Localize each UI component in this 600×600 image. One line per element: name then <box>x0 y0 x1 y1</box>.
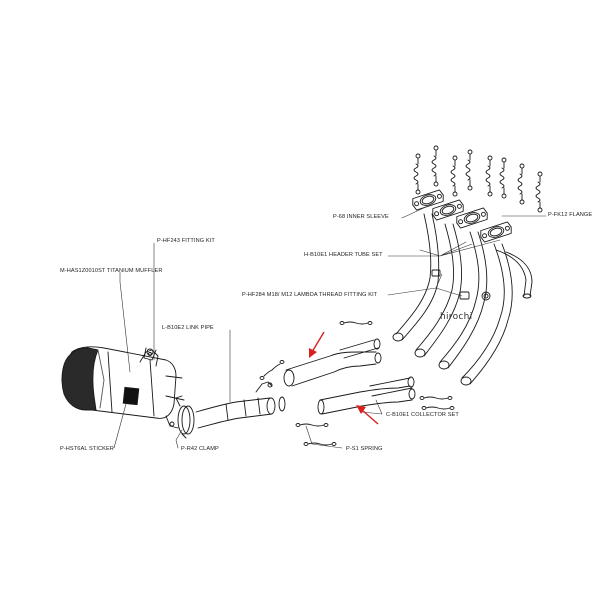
spring-6 <box>499 157 507 199</box>
label-lambda-fitting-kit: P-HF284 M18/ M12 LAMBDA THREAD FITTING K… <box>242 292 378 298</box>
watermark-text: hirochi <box>440 312 473 322</box>
arrow-upper-collector <box>309 331 325 358</box>
label-fitting-kit: P-HF243 FITTING KIT <box>157 238 215 244</box>
header-springs <box>413 145 543 213</box>
label-link-pipe: L-B10E2 LINK PIPE <box>162 325 214 331</box>
red-arrows <box>309 331 379 425</box>
spring-3 <box>450 155 458 197</box>
label-header-tube-set: H-B10E1 HEADER TUBE SET <box>304 252 383 258</box>
spring-7 <box>517 163 525 205</box>
titanium-muffler <box>61 346 185 429</box>
arrow-lower-collector <box>356 405 379 425</box>
spring-8 <box>535 171 543 213</box>
header-tubes <box>392 213 533 386</box>
link-pipe <box>195 381 286 429</box>
label-inner-sleeve: P-68 INNER SLEEVE <box>333 214 389 220</box>
collector-springs <box>259 321 455 446</box>
spring-4 <box>465 149 473 191</box>
label-flange: P-FK12 FLANGE <box>548 212 593 218</box>
label-sticker: P-HST6AL STICKER <box>60 446 114 452</box>
flanges <box>412 189 512 243</box>
clamp <box>175 395 195 439</box>
label-titanium-muffler: M-HAS1Z0010ST TITANIUM MUFFLER <box>60 268 163 274</box>
collector-set <box>283 338 416 415</box>
label-spring: P-S1 SPRING <box>346 446 383 452</box>
spring-1 <box>413 153 421 195</box>
label-clamp: P-R42 CLAMP <box>181 446 219 452</box>
spring-5 <box>485 155 493 197</box>
spring-2 <box>431 145 439 187</box>
label-collector-set: C-B10E1 COLLECTOR SET <box>386 412 459 418</box>
